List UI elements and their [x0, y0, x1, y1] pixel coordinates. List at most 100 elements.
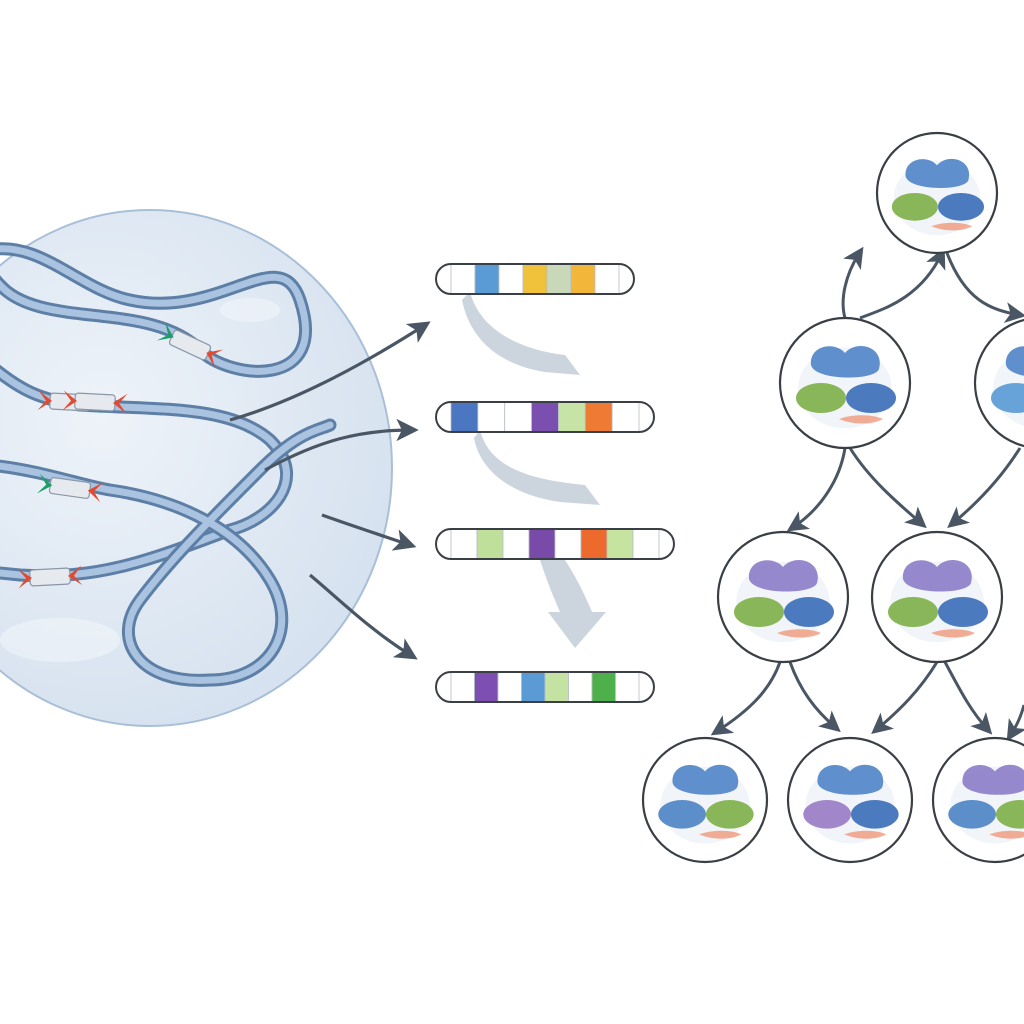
junction-flare-left — [62, 390, 78, 411]
lineage-node-n3b — [786, 736, 914, 864]
lineage-blob-left — [658, 800, 706, 829]
barcode-segment — [476, 528, 504, 560]
barcode-segment — [522, 263, 548, 295]
barcode-segment — [497, 671, 522, 703]
lineage-blob-left — [891, 193, 938, 221]
lineage-blob-left — [803, 800, 851, 829]
barcode-segment — [632, 528, 660, 560]
junction-flare-left — [36, 473, 53, 494]
barcode-segment — [474, 671, 499, 703]
lineage-blob-top — [817, 764, 884, 795]
lineage-blob-right — [784, 597, 834, 627]
lineage-arrow — [848, 447, 927, 529]
junction-flare-right — [112, 393, 128, 414]
barcode-segment — [615, 671, 640, 703]
lineage-arrow — [841, 246, 864, 319]
cell-with-strand — [0, 209, 393, 727]
barcode-segment — [450, 263, 476, 295]
barcode-1 — [435, 263, 635, 295]
barcode-segment — [558, 401, 586, 433]
lineage-arrow — [710, 661, 782, 736]
barcode-segment — [568, 671, 593, 703]
lineage-blob-left — [796, 383, 846, 413]
lineage-blob-bottom — [931, 629, 975, 638]
barcode-segment — [591, 671, 616, 703]
lineage-blob-bottom — [931, 222, 973, 231]
barcode-flow-arrows — [462, 292, 606, 648]
lineage-blob-top — [962, 764, 1024, 795]
lineage-node-n1a — [778, 316, 912, 450]
lineage-blob-bottom — [839, 415, 883, 424]
barcode-segment — [611, 401, 640, 433]
lineage-node-n1b — [973, 318, 1024, 448]
extraction-arrow — [308, 573, 418, 660]
lineage-blob-top — [905, 158, 970, 188]
strand-segment-core — [0, 421, 334, 684]
barcode-segment — [546, 263, 572, 295]
junction-flare-right — [206, 349, 224, 368]
lineage-blob-right — [995, 800, 1024, 829]
junction-flare-right — [67, 565, 83, 586]
barcode-segment — [498, 263, 524, 295]
extraction-arrow — [321, 513, 417, 551]
lineage-arrow — [871, 661, 939, 735]
barcode-column — [435, 263, 675, 703]
barcode-segment — [474, 263, 500, 295]
lineage-node-n0 — [875, 131, 999, 255]
barcode-segment — [531, 401, 559, 433]
extraction-arrow — [264, 418, 419, 472]
barcode-outline — [435, 263, 635, 295]
barcode-segment — [554, 528, 582, 560]
extraction-arrows — [229, 321, 431, 660]
cell-highlight — [0, 618, 120, 662]
lineage-arrow — [1006, 704, 1024, 742]
lineage-blob-right — [705, 800, 754, 829]
lineage-node-n2a — [716, 530, 850, 664]
lineage-blob-bottom — [699, 830, 742, 839]
barcode-segment — [544, 671, 569, 703]
junction-sleeve — [74, 392, 116, 412]
lineage-blob-top — [810, 346, 880, 378]
barcode-outline — [435, 671, 655, 703]
lineage-blob-right — [850, 800, 899, 829]
barcode-segment — [477, 401, 506, 433]
junction-marker — [36, 473, 104, 503]
junction-flare-left — [156, 322, 174, 341]
barcode-segment — [450, 528, 478, 560]
barcode-segment — [450, 671, 475, 703]
junction-flare-left — [37, 390, 53, 411]
dna-strand — [0, 242, 337, 687]
flow-swoosh — [474, 430, 600, 505]
lineage-arrow — [859, 247, 946, 320]
barcode-segment — [502, 528, 530, 560]
barcode-segment — [580, 528, 608, 560]
cell-highlight — [220, 298, 280, 322]
barcode-outline — [435, 528, 675, 560]
junction-flare-left — [17, 568, 33, 589]
lineage-blob-right — [938, 597, 988, 627]
lineage-node-n3a — [641, 736, 769, 864]
cell-membrane — [0, 209, 393, 727]
lineage-arrow — [947, 447, 1022, 529]
lineage-node-n3c — [931, 736, 1024, 864]
junction-sleeve — [29, 567, 71, 587]
extraction-arrow — [229, 321, 431, 422]
lineage-blob-right — [937, 193, 985, 221]
lineage-arrow — [943, 661, 993, 735]
strand-segment-core — [0, 245, 310, 375]
lineage-arrow — [788, 661, 841, 733]
lineage-node-n2b — [870, 530, 1004, 664]
barcode-2 — [435, 401, 655, 433]
barcode-segment — [584, 401, 613, 433]
junction-flare-right — [87, 482, 104, 503]
lineage-blob-left — [734, 597, 784, 627]
barcode-segment — [570, 263, 596, 295]
lineage-blob-left — [888, 597, 938, 627]
lineage-blob-top — [902, 560, 972, 592]
barcode-segment — [606, 528, 634, 560]
flow-swoosh — [540, 560, 606, 648]
lineage-arrow — [945, 252, 1024, 323]
lineage-blob-bottom — [844, 830, 887, 839]
